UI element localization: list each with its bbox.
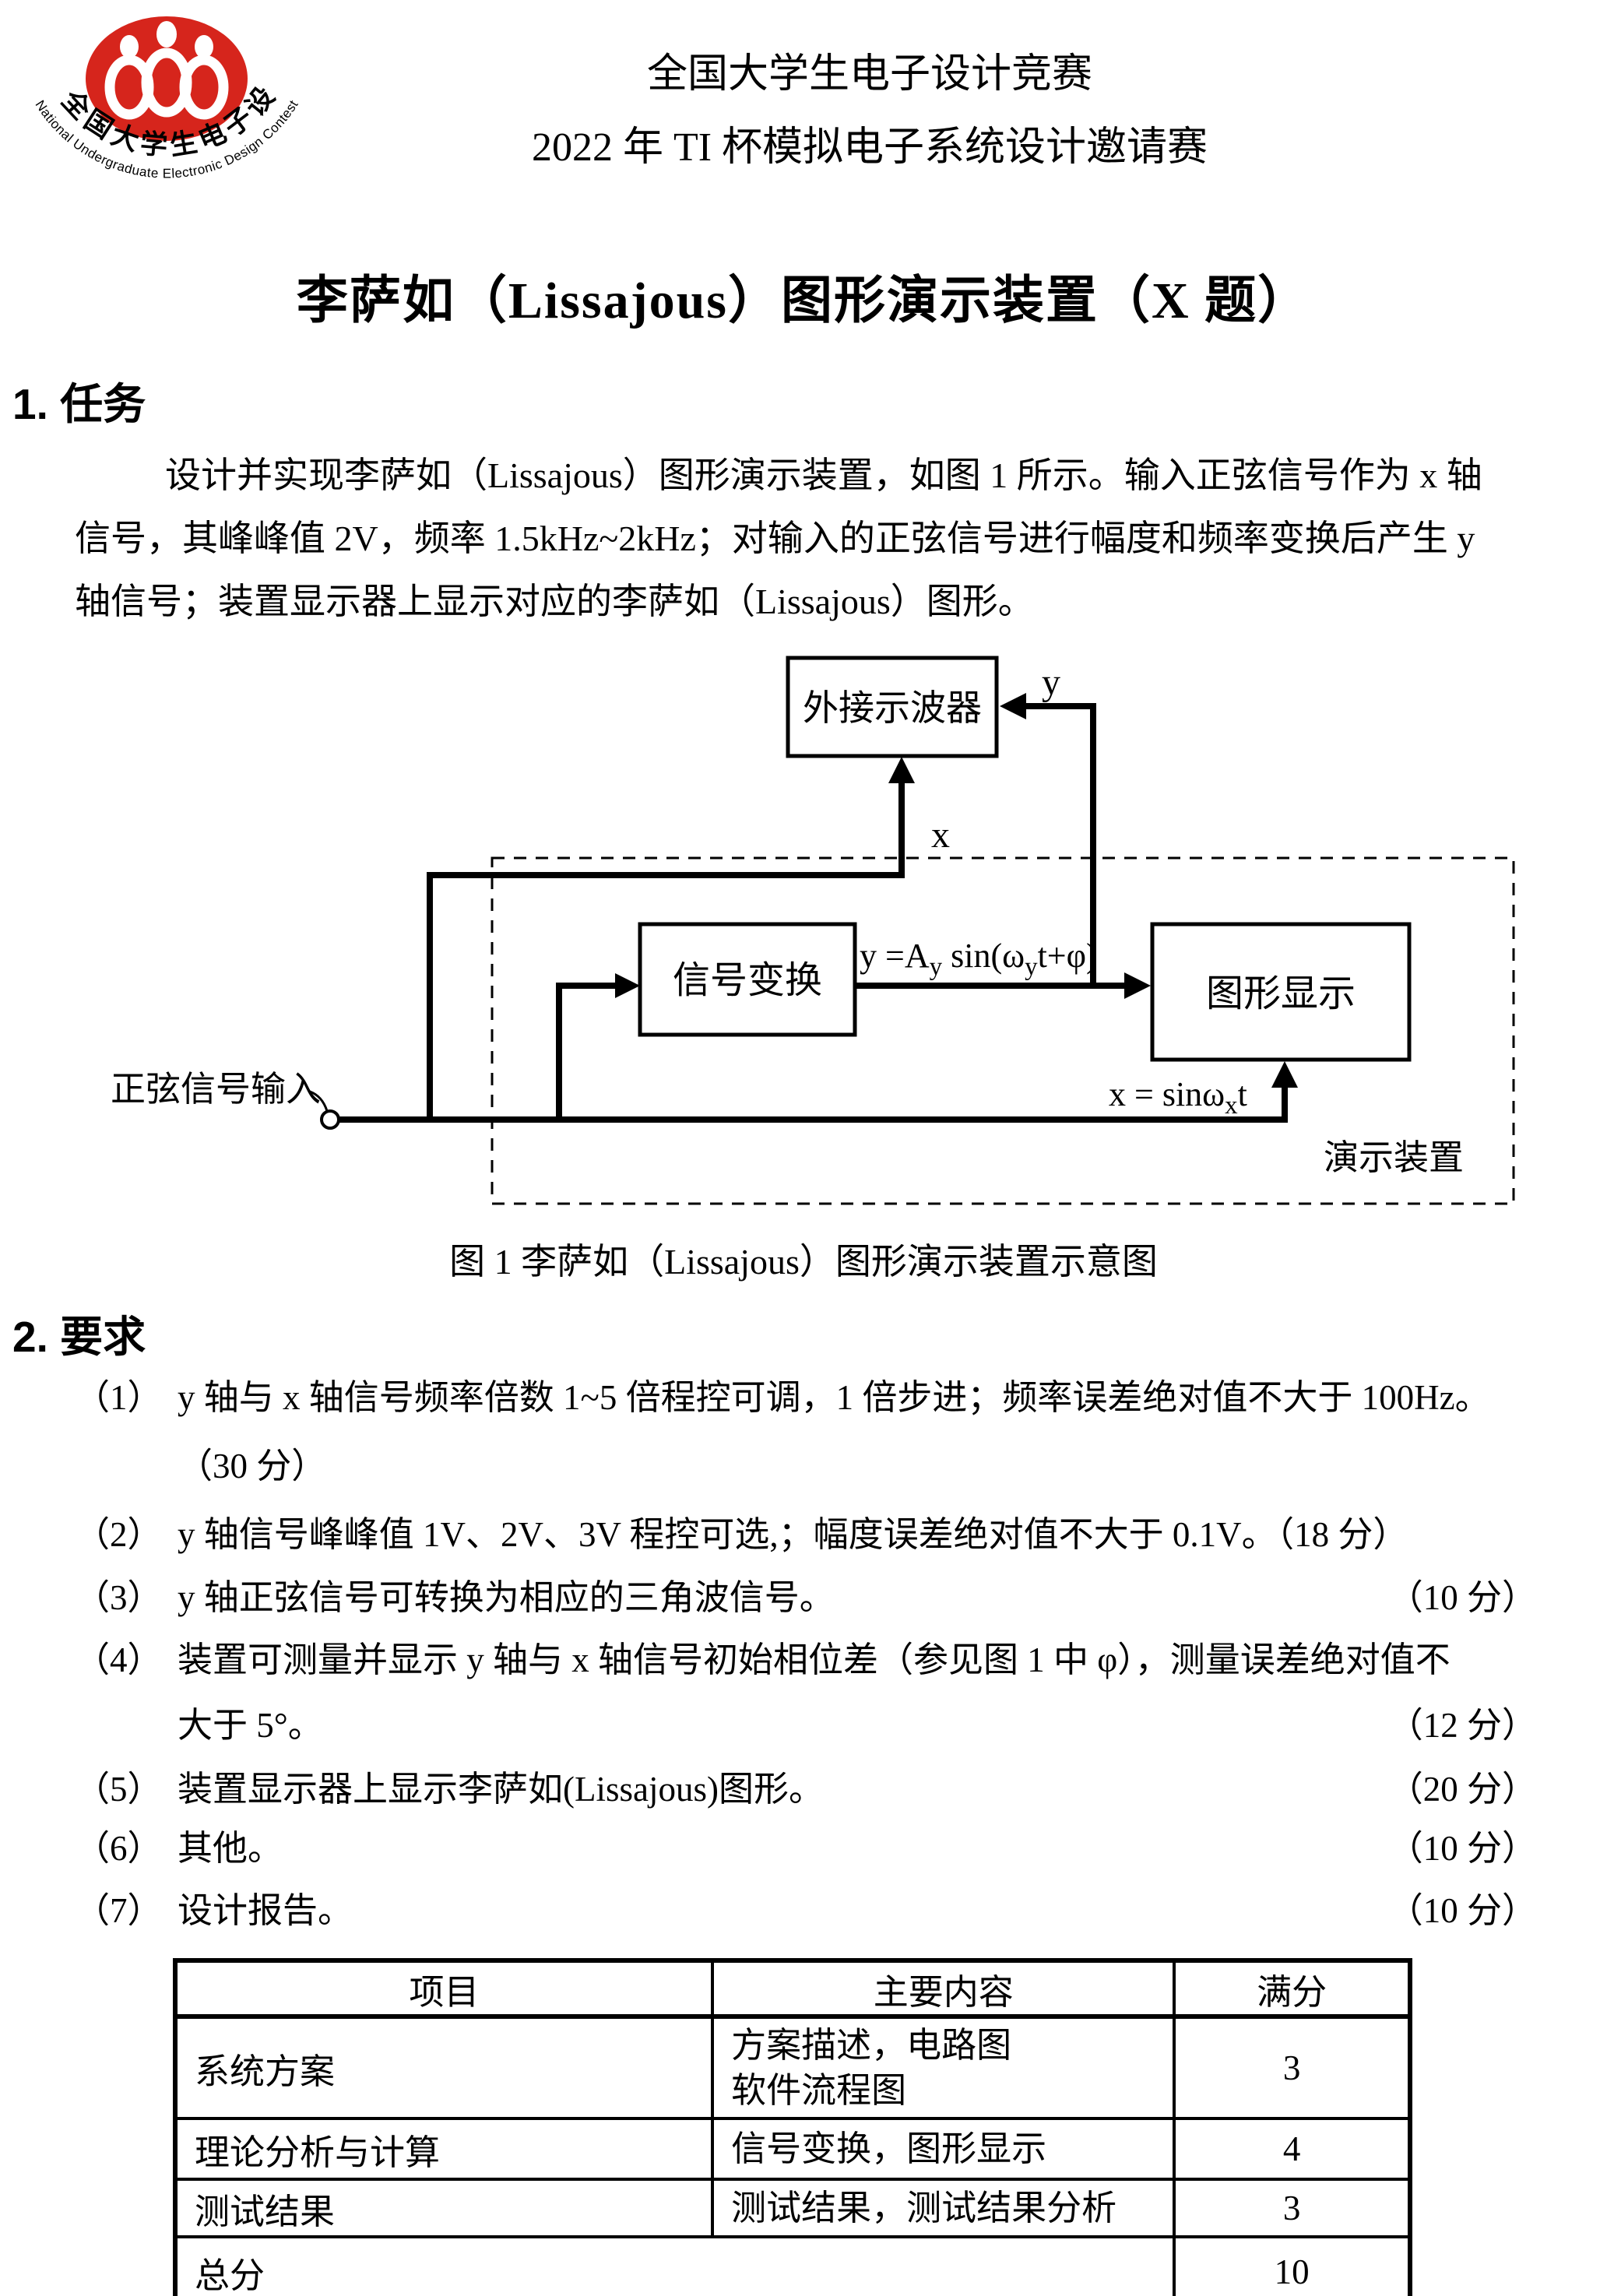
header-title-line2: 2022 年 TI 杯模拟电子系统设计邀请赛 — [531, 125, 1208, 170]
table-row-total: 总分 10 — [173, 2235, 1412, 2296]
requirement-label: （1） — [75, 1378, 163, 1417]
requirement-label: （7） — [75, 1891, 163, 1930]
device-dashed-box — [491, 856, 1515, 1205]
header-title-line1: 全国大学生电子设计竞赛 — [646, 52, 1092, 97]
requirement-item-2: （2） y 轴信号峰峰值 1V、2V、3V 程控可选,；幅度误差绝对值不大于 0… — [75, 1511, 1537, 1558]
requirements-list: （1） y 轴与 x 轴信号频率倍数 1~5 倍程控可调，1 倍步进；频率误差绝… — [75, 1374, 1537, 1934]
requirement-item-5: （5） 装置显示器上显示李萨如(Lissajous)图形。 （20 分） — [75, 1766, 1537, 1813]
requirement-item-4-line2: 大于 5°。 （12 分） — [75, 1702, 1537, 1749]
requirement-label: （4） — [75, 1640, 163, 1679]
table-cell-content: 测试结果，测试结果分析 — [711, 2178, 1176, 2238]
requirement-score: （10 分） — [1387, 1829, 1537, 1868]
scope-box — [786, 656, 999, 758]
table-header-row: 项目 主要内容 满分 — [173, 1959, 1412, 2019]
requirement-item-3: （3） y 轴正弦信号可转换为相应的三角波信号。 （10 分） — [75, 1574, 1537, 1621]
device-label: 演示装置 — [1324, 1137, 1464, 1177]
figure-1-diagram: 外接示波器 信号变换 图形显示 正弦信号输入 y x y — [111, 656, 1515, 1205]
requirement-text: 装置可测量并显示 y 轴与 x 轴信号初始相位差（参见图 1 中 φ），测量误差… — [178, 1640, 1451, 1679]
wire-x-to-scope — [427, 779, 905, 1120]
requirement-item-1: （1） y 轴与 x 轴信号频率倍数 1~5 倍程控可调，1 倍步进；频率误差绝… — [75, 1374, 1537, 1421]
table-header-score: 满分 — [1173, 1959, 1412, 2019]
signal-transform-box — [638, 922, 857, 1037]
requirement-label: （2） — [75, 1515, 163, 1554]
graph-display-label: 图形显示 — [1206, 973, 1356, 1014]
doc-title: 李萨如（Lissajous）图形演示装置（X 题） — [296, 272, 1311, 329]
input-label: 正弦信号输入 — [111, 1069, 321, 1109]
requirement-text: 其他。 — [178, 1829, 283, 1868]
task-paragraph-line: 信号，其峰峰值 2V，频率 1.5kHz~2kHz；对输入的正弦信号进行幅度和频… — [75, 519, 1475, 558]
requirement-score: （20 分） — [1387, 1770, 1537, 1809]
input-terminal — [320, 1109, 340, 1130]
y-formula: y =Ay sin(ωyt+φ) — [860, 937, 1098, 981]
requirement-item-7: （7） 设计报告。 （10 分） — [75, 1887, 1537, 1934]
requirement-text: 装置显示器上显示李萨如(Lissajous)图形。 — [178, 1770, 824, 1809]
table-cell-item: 测试结果 — [173, 2178, 715, 2238]
requirement-item-1-score-line: （30 分） — [75, 1443, 1537, 1489]
table-cell-item: 系统方案 — [173, 2015, 715, 2120]
requirement-label: （5） — [75, 1770, 163, 1809]
score-table: 项目 主要内容 满分 系统方案 方案描述，电路图 软件流程图 3 理论分析与计算… — [173, 1958, 1412, 2296]
logo-figures-icon — [104, 21, 229, 120]
table-cell-content: 信号变换，图形显示 — [711, 2117, 1176, 2181]
table-cell-score: 10 — [1173, 2235, 1412, 2296]
arrowhead-into-scope-bottom — [888, 757, 915, 783]
requirement-item-6: （6） 其他。 （10 分） — [75, 1825, 1537, 1872]
section-1-heading: 1. 任务 — [12, 380, 146, 428]
requirement-item-4: （4） 装置可测量并显示 y 轴与 x 轴信号初始相位差（参见图 1 中 φ），… — [75, 1637, 1537, 1683]
requirement-score: （30 分） — [178, 1447, 327, 1486]
table-cell-item: 总分 — [173, 2235, 1176, 2296]
scope-box-label: 外接示波器 — [803, 687, 982, 728]
table-cell-score: 4 — [1173, 2117, 1412, 2181]
table-cell-score: 3 — [1173, 2015, 1412, 2120]
contest-logo: 全国大学生电子设计竞赛 National Undergraduate Elect… — [22, 6, 301, 181]
requirement-text: 设计报告。 — [178, 1891, 353, 1930]
arrowhead-into-transform — [615, 973, 640, 998]
table-cell-content: 方案描述，电路图 软件流程图 — [711, 2015, 1176, 2120]
requirement-score: （10 分） — [1387, 1578, 1537, 1617]
figure-1-caption: 图 1 李萨如（Lissajous）图形演示装置示意图 — [449, 1242, 1158, 1282]
table-cell-item: 理论分析与计算 — [173, 2117, 715, 2181]
task-paragraph-line: 轴信号；装置显示器上显示对应的李萨如（Lissajous）图形。 — [75, 582, 1034, 621]
wire-branch-to-transform — [556, 983, 629, 1120]
requirement-label: （6） — [75, 1829, 163, 1868]
signal-transform-label: 信号变换 — [673, 960, 822, 1001]
section-2-heading: 2. 要求 — [12, 1313, 146, 1361]
table-row: 系统方案 方案描述，电路图 软件流程图 3 — [173, 2015, 1412, 2120]
x-axis-label: x — [931, 814, 950, 856]
y-axis-label: y — [1042, 662, 1060, 703]
table-header-item: 项目 — [173, 1959, 715, 2019]
x-formula: x = sinωxt — [1109, 1075, 1247, 1120]
table-row: 测试结果 测试结果，测试结果分析 3 — [173, 2178, 1412, 2238]
requirement-text: 大于 5°。 — [178, 1706, 323, 1745]
requirement-text: y 轴信号峰峰值 1V、2V、3V 程控可选,；幅度误差绝对值不大于 0.1V。… — [178, 1515, 1408, 1554]
input-label-leader — [309, 1090, 329, 1112]
table-cell-score: 3 — [1173, 2178, 1412, 2238]
task-paragraph: 设计并实现李萨如（Lissajous）图形演示装置，如图 1 所示。输入正弦信号… — [75, 444, 1551, 633]
requirement-label: （3） — [75, 1578, 163, 1617]
arrowhead-into-scope — [1000, 693, 1026, 719]
arrowhead-into-display — [1124, 972, 1151, 999]
requirement-score: （12 分） — [1387, 1706, 1537, 1745]
table-header-content: 主要内容 — [711, 1959, 1176, 2019]
table-row: 理论分析与计算 信号变换，图形显示 4 — [173, 2117, 1412, 2181]
requirement-score: （10 分） — [1387, 1891, 1537, 1930]
requirement-text: y 轴与 x 轴信号频率倍数 1~5 倍程控可调，1 倍步进；频率误差绝对值不大… — [178, 1378, 1490, 1417]
arrowhead-into-display-bottom — [1271, 1061, 1298, 1088]
graph-display-box — [1150, 922, 1412, 1062]
requirement-text: y 轴正弦信号可转换为相应的三角波信号。 — [178, 1578, 835, 1617]
task-paragraph-line: 设计并实现李萨如（Lissajous）图形演示装置，如图 1 所示。输入正弦信号… — [165, 455, 1482, 495]
